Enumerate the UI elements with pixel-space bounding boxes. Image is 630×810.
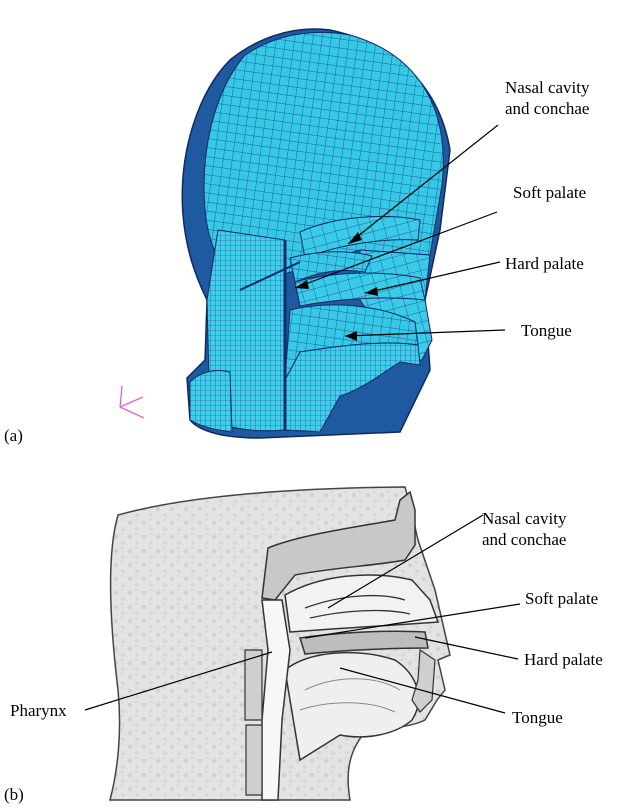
- panel-b-label: (b): [4, 785, 24, 804]
- mesh-model: [182, 29, 450, 438]
- section-vertebrae-2: [246, 725, 262, 795]
- b-label-nasal-line2: and conchae: [482, 530, 566, 549]
- section-vertebrae: [245, 650, 262, 720]
- panel-a-label: (a): [4, 426, 23, 445]
- a-label-nasal-line2: and conchae: [505, 99, 589, 118]
- axis-marker: [120, 386, 144, 418]
- a-label-tongue: Tongue: [521, 321, 572, 340]
- b-label-tongue: Tongue: [512, 708, 563, 727]
- b-label-soft-palate: Soft palate: [525, 589, 598, 608]
- a-label-soft-palate: Soft palate: [513, 183, 586, 202]
- a-label-hard-palate: Hard palate: [505, 254, 584, 273]
- b-label-pharynx: Pharynx: [10, 701, 67, 720]
- mesh-neck-base: [190, 370, 232, 432]
- a-label-nasal-line1: Nasal cavity: [505, 78, 590, 97]
- section-drawing: [110, 487, 450, 800]
- b-label-hard-palate: Hard palate: [524, 650, 603, 669]
- b-label-nasal-line1: Nasal cavity: [482, 509, 567, 528]
